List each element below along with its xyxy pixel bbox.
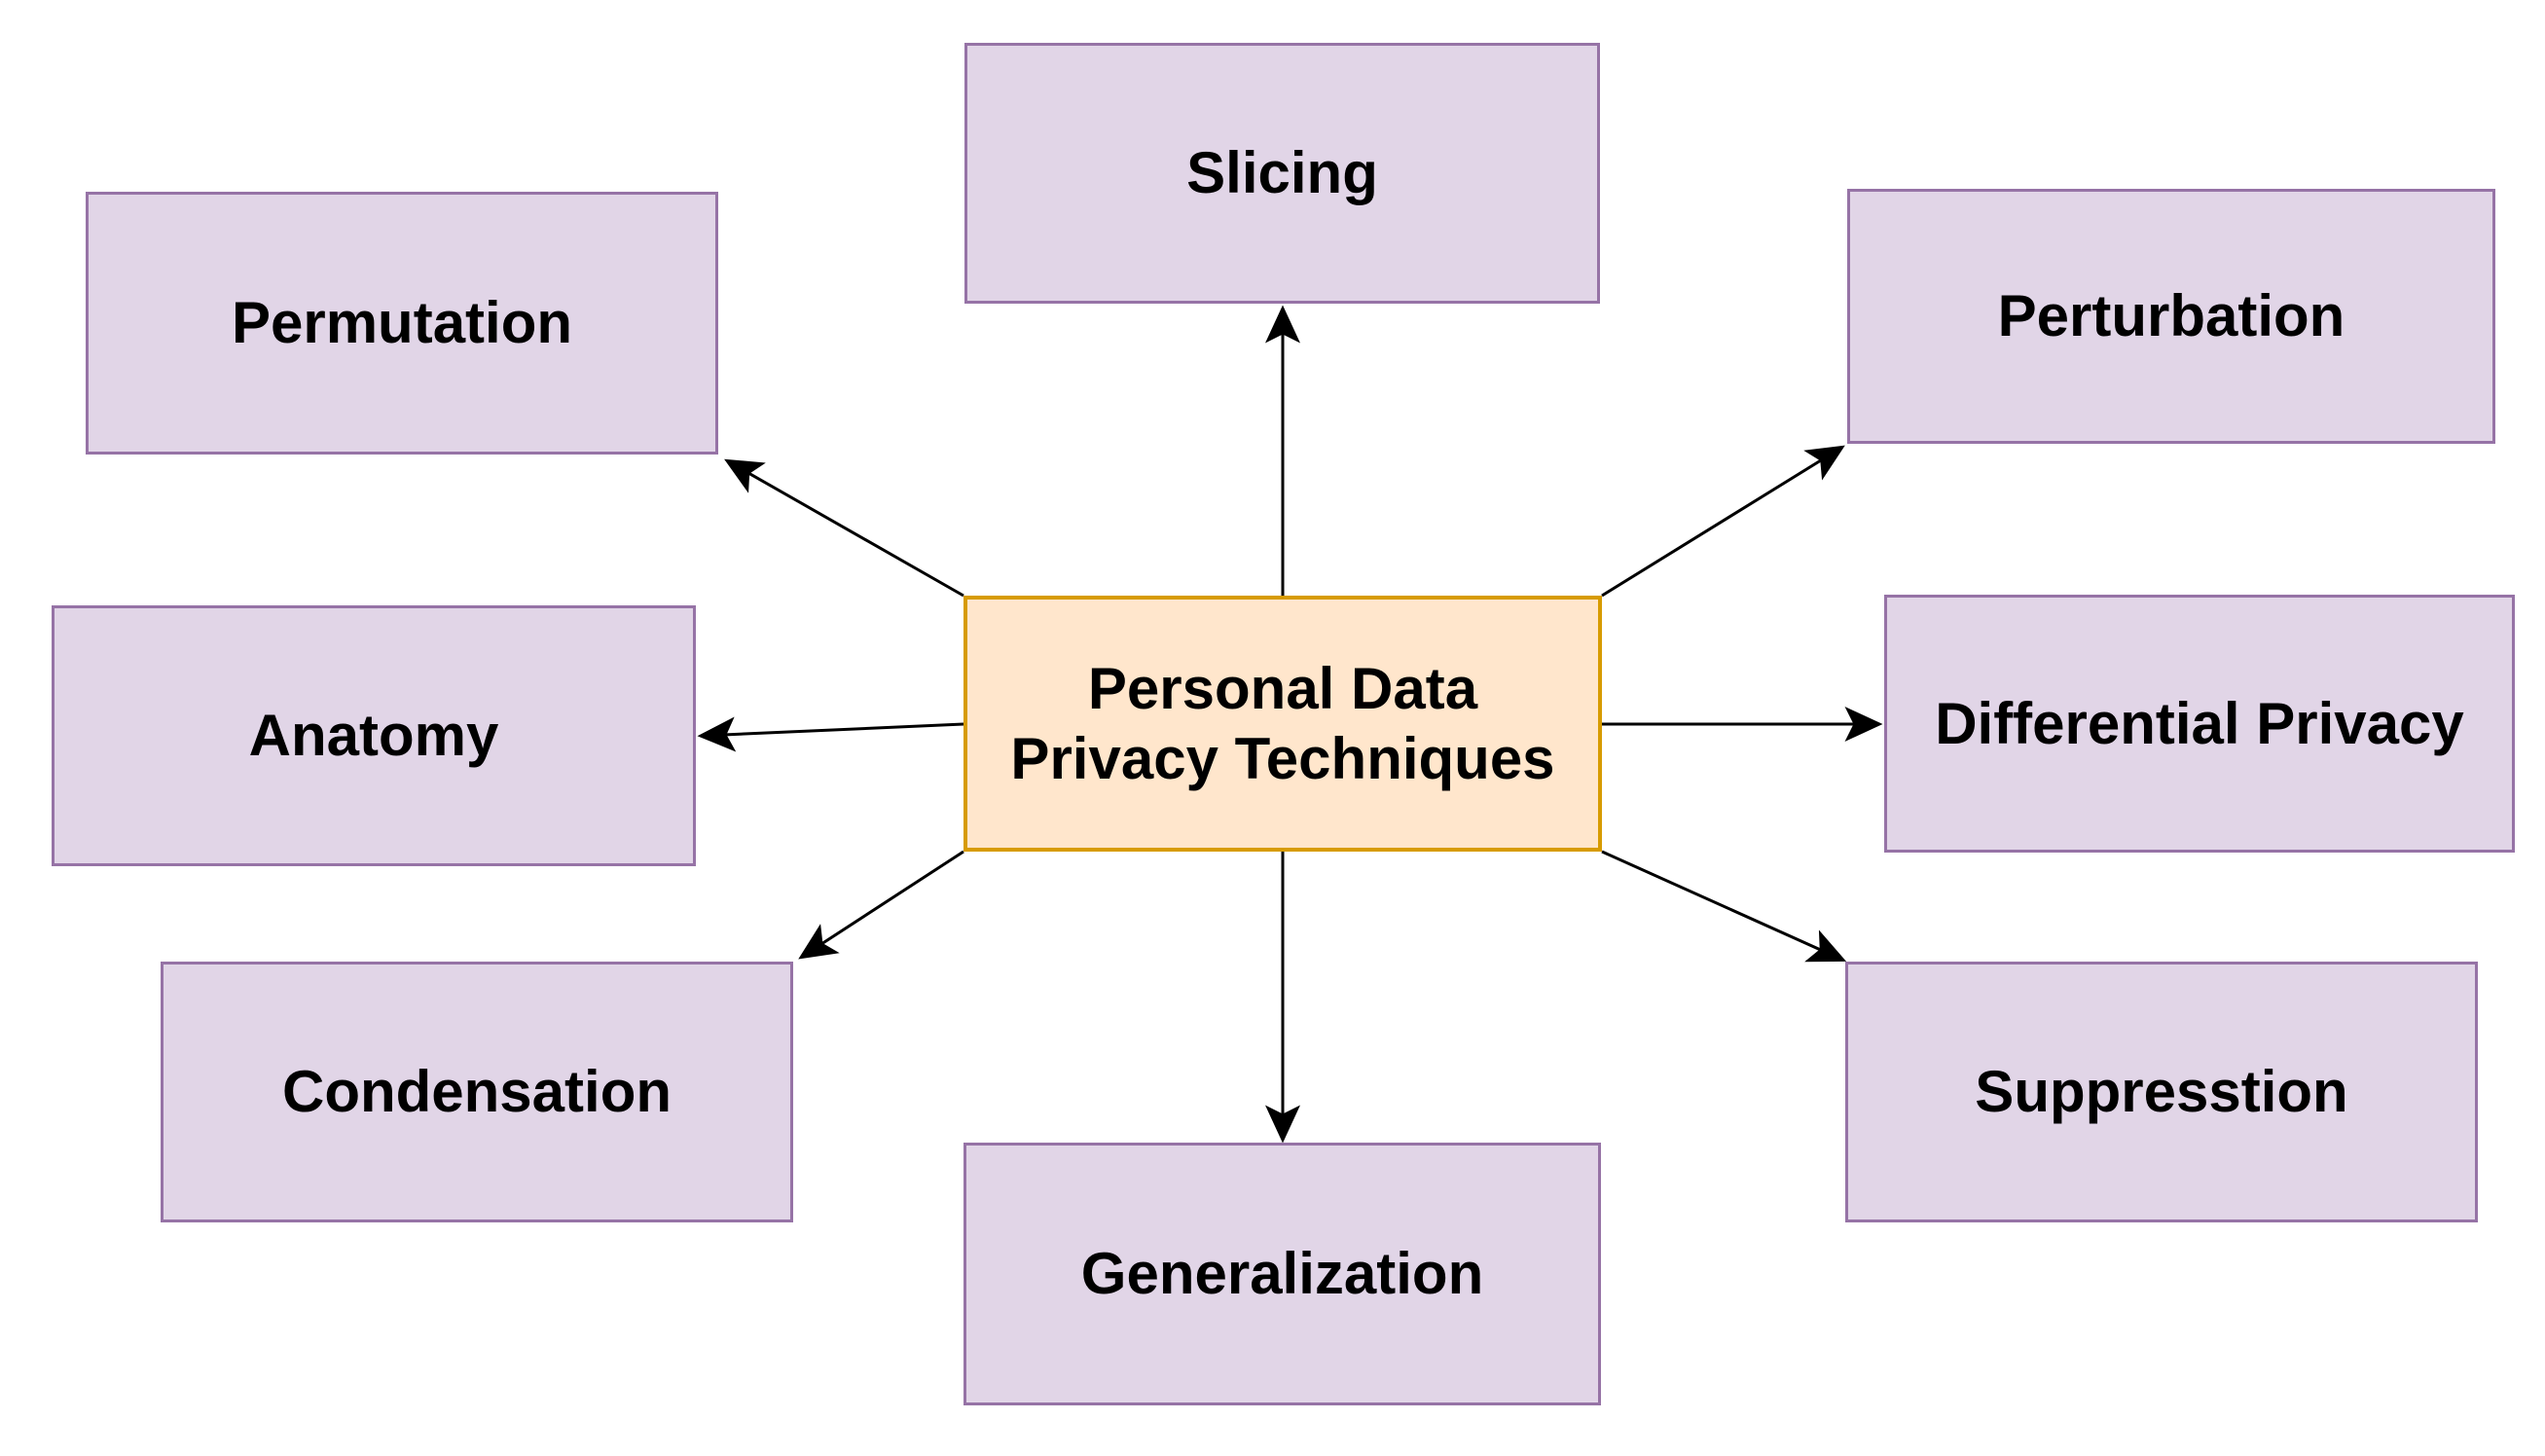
node-anatomy: Anatomy — [52, 605, 696, 866]
node-permutation-label: Permutation — [231, 290, 573, 355]
node-slicing-label: Slicing — [1186, 140, 1378, 205]
node-perturbation-label: Perturbation — [1997, 283, 2345, 348]
node-permutation: Permutation — [86, 192, 718, 455]
node-generalization-label: Generalization — [1080, 1241, 1484, 1306]
node-slicing: Slicing — [964, 43, 1600, 304]
node-generalization: Generalization — [963, 1143, 1601, 1405]
arrow-center-to-anatomy — [697, 716, 964, 752]
arrow-center-to-condensation — [798, 850, 964, 960]
node-condensation: Condensation — [161, 962, 793, 1222]
center-node-label: Personal Data Privacy Techniques — [1010, 655, 1555, 791]
node-condensation-label: Condensation — [282, 1059, 672, 1124]
node-suppresstion: Suppresstion — [1845, 962, 2478, 1222]
node-anatomy-label: Anatomy — [248, 703, 499, 768]
arrow-center-to-permutation — [724, 458, 964, 598]
node-differential-privacy: Differential Privacy — [1884, 595, 2515, 853]
arrow-center-to-perturbation — [1601, 445, 1845, 598]
node-perturbation: Perturbation — [1847, 189, 2495, 444]
arrow-center-to-suppresstion — [1601, 850, 1847, 963]
node-suppresstion-label: Suppresstion — [1975, 1059, 2348, 1124]
node-differential-privacy-label: Differential Privacy — [1935, 690, 2464, 756]
node-personal-data-privacy-techniques: Personal Data Privacy Techniques — [963, 596, 1602, 852]
